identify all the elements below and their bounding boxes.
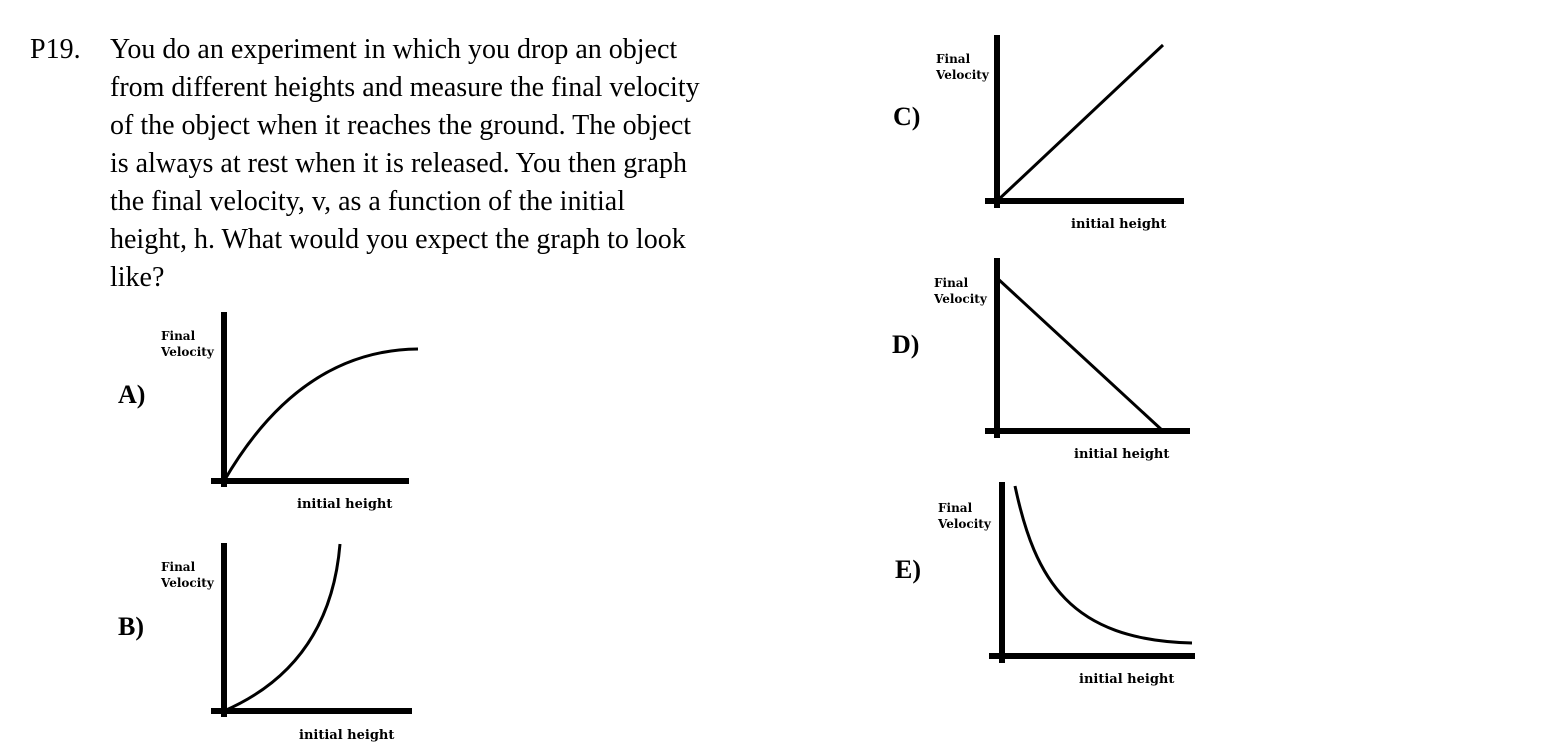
option-a-y-axis-label-line1: Final xyxy=(161,329,196,343)
option-c-graph[interactable]: C) Final Velocity initial height xyxy=(893,35,1184,232)
option-e-graph[interactable]: E) Final Velocity initial height xyxy=(895,482,1195,687)
option-e-y-axis-label-line2: Velocity xyxy=(937,517,992,531)
option-c-curve xyxy=(995,43,1165,203)
question-number: P19. xyxy=(30,34,81,65)
option-c-x-axis-label: initial height xyxy=(1071,217,1166,232)
question-text: You do an experiment in which you drop a… xyxy=(110,31,770,297)
option-c-label: C) xyxy=(893,102,920,131)
question-line: You do an experiment in which you drop a… xyxy=(110,34,678,65)
option-c-y-axis-label-line1: Final xyxy=(936,52,971,66)
option-e-x-axis-label: initial height xyxy=(1079,672,1174,687)
option-b-y-axis-label-line1: Final xyxy=(161,560,196,574)
option-b-y-axis-label-line2: Velocity xyxy=(160,576,215,590)
option-e-y-axis-label-line1: Final xyxy=(938,501,973,515)
option-b-label: B) xyxy=(118,612,144,641)
option-b-curve xyxy=(223,543,342,713)
question-line: from different heights and measure the f… xyxy=(110,72,700,103)
option-d-label: D) xyxy=(892,330,919,359)
option-d-graph[interactable]: D) Final Velocity initial height xyxy=(892,258,1190,462)
option-d-y-axis-label-line2: Velocity xyxy=(933,292,988,306)
question-line: height, h. What would you expect the gra… xyxy=(110,224,686,255)
option-a-y-axis-label-line2: Velocity xyxy=(160,345,215,359)
option-d-curve xyxy=(995,276,1165,433)
option-b-x-axis-label: initial height xyxy=(299,728,394,743)
option-a-label: A) xyxy=(118,380,145,409)
option-d-y-axis-label-line1: Final xyxy=(934,276,969,290)
option-a-curve xyxy=(222,347,419,482)
option-e-curve xyxy=(1013,485,1193,645)
option-a-graph[interactable]: A) Final Velocity initial height xyxy=(118,312,419,512)
option-b-graph[interactable]: B) Final Velocity initial height xyxy=(118,543,412,743)
option-c-y-axis-label-line2: Velocity xyxy=(935,68,990,82)
option-e-label: E) xyxy=(895,555,921,584)
question-line: is always at rest when it is released. Y… xyxy=(110,148,687,179)
option-d-x-axis-label: initial height xyxy=(1074,447,1169,462)
question-line: of the object when it reaches the ground… xyxy=(110,110,692,141)
option-a-x-axis-label: initial height xyxy=(297,497,392,512)
question-line: the final velocity, v, as a function of … xyxy=(110,186,625,217)
question-line: like? xyxy=(110,262,165,293)
